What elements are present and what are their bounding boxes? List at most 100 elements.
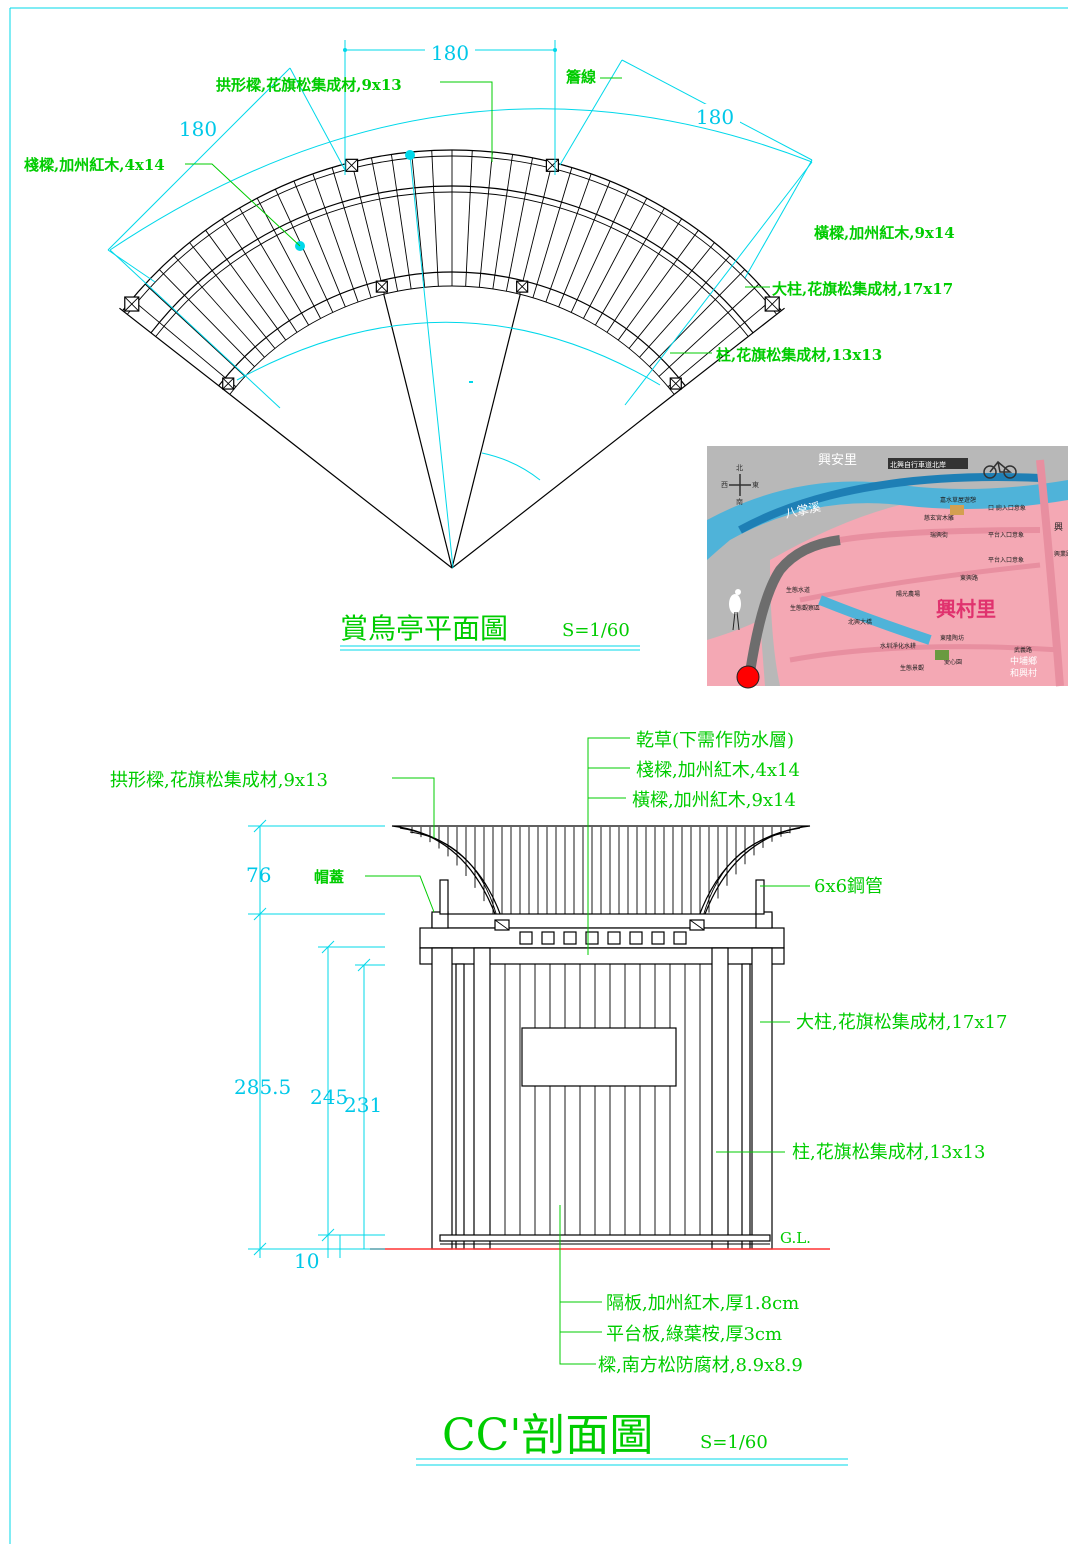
plan-rafter [532, 167, 573, 298]
plan-rafter [583, 197, 648, 319]
map-road-4 [1036, 459, 1064, 687]
map-village-south: 中埔鄉 [1010, 655, 1037, 667]
plan-column-x2 [222, 377, 235, 390]
plan-radial-line [451, 393, 675, 569]
section-purlin-block [585, 931, 599, 945]
section-partition-label: 隔板,加州紅木,厚1.8cm [606, 1293, 799, 1314]
map-poi-11: 生態觀察區 [790, 604, 820, 612]
map-eco-channel [818, 595, 932, 645]
map-poi-8: 愛心園 [944, 658, 962, 666]
section-dim-231: 231 [344, 1093, 382, 1117]
map-village-south2: 和興村 [1010, 667, 1037, 679]
location-map: 興安里 八掌溪 興村里 中埔鄉 和興村 北 東 西 南 北興自行車道北岸 嘉水草… [707, 446, 1068, 689]
section-main-column [431, 947, 453, 1250]
plan-dimension-left: 180 [107, 67, 346, 283]
plan-purlin-label: 棧樑,加州紅木,4x14 [24, 156, 165, 174]
map-road-3 [789, 644, 1061, 663]
section-purlin-block [563, 931, 577, 945]
plan-rafter [570, 188, 630, 313]
plan-arch-beam-label: 拱形樑,花旗松集成材,9x13 [216, 76, 402, 94]
svg-text:西: 西 [721, 481, 728, 489]
section-partition-leader [559, 1205, 602, 1303]
section-title: CC'剖面圖 [442, 1410, 653, 1461]
plan-column-x2 [669, 377, 682, 390]
map-poi-5: 陽光農場 [896, 590, 920, 598]
plan-rafter [205, 230, 287, 341]
section-thatch-label: 乾草(下需作防水層) [636, 730, 794, 751]
plan-rafter [519, 162, 553, 295]
plan-main-column-x2 [546, 159, 559, 172]
plan-arch-beam-leader [440, 81, 493, 162]
plan-rafter [331, 167, 372, 298]
section-deck-label: 平台板,綠葉桉,厚3cm [606, 1324, 782, 1345]
plan-rafter [256, 197, 321, 319]
plan-rafter [606, 218, 683, 333]
section-dim-10: 10 [294, 1249, 319, 1273]
svg-text:南: 南 [736, 497, 743, 506]
plan-main-column-x2 [124, 296, 140, 312]
section-view: G.L. 76 285.5 245 231 10 [110, 730, 1007, 1466]
plan-rafter [131, 298, 237, 388]
plan-rafter [478, 151, 493, 288]
map-poi-3: 瑞興街 [930, 531, 948, 539]
plan-rafter [371, 157, 399, 292]
section-beam-joint-x [494, 919, 510, 931]
section-purlin-block [673, 931, 687, 945]
map-legend-1: 口 廁入口意象 [988, 504, 1026, 512]
plan-rafter [239, 207, 310, 326]
plan-side-edge [673, 307, 785, 395]
section-purlin-block [519, 931, 533, 945]
plan-rafter [158, 269, 255, 367]
map-poi-6: 北興大橋 [848, 618, 872, 626]
section-top-rail [419, 947, 785, 965]
plan-rafter [411, 151, 426, 288]
plan-scale: S=1/60 [562, 620, 630, 641]
map-road-top-bar [888, 458, 968, 469]
plan-dimension-right: 180 [559, 59, 813, 279]
section-dim-285: 285.5 [234, 1075, 291, 1099]
section-purlin-block [651, 931, 665, 945]
plan-arc-inner [218, 271, 686, 387]
section-wall [419, 947, 785, 1250]
plan-rafter [558, 180, 611, 308]
section-side-post [455, 963, 465, 1250]
plan-rafter [649, 269, 746, 367]
plan-rafter [221, 218, 298, 333]
plan-main-column-x2 [345, 159, 358, 172]
section-purlin-block [607, 931, 621, 945]
plan-rafter [545, 173, 592, 303]
map-location-marker [736, 665, 760, 689]
plan-radial-line [383, 294, 453, 569]
plan-center-axis [409, 154, 454, 569]
map-path-2: 生態景觀 [900, 664, 924, 672]
section-cap-label: 帽蓋 [314, 868, 344, 886]
plan-rafter [465, 150, 473, 287]
map-poi-9: 武義路 [1014, 646, 1032, 654]
plan-rafter [617, 230, 699, 341]
plan-dim-left-text: 180 [179, 117, 217, 141]
section-scale: S=1/60 [700, 1432, 768, 1453]
map-compass: 北 東 西 南 [721, 464, 759, 506]
section-arch-beam-leader [392, 777, 435, 838]
section-cap-beam [419, 927, 785, 949]
map-river [707, 480, 1068, 560]
plan-rafter [658, 283, 760, 377]
section-thatch-leader [587, 737, 630, 955]
plan-rafter [274, 188, 334, 313]
section-column-label: 柱,花旗松集成材,13x13 [792, 1142, 985, 1163]
section-dimensions [248, 819, 385, 1258]
section-dim-245: 245 [310, 1085, 348, 1109]
plan-radial-line [451, 294, 521, 569]
plan-eave-left-edge [109, 249, 281, 409]
ground-line-label: G.L. [780, 1229, 811, 1247]
map-legend-3: 平台入口意象 [988, 556, 1024, 564]
plan-rafter [505, 157, 533, 292]
section-cap-leader [365, 875, 435, 913]
section-arch-beam-right-inner [699, 831, 791, 929]
plan-main-column-x2 [764, 296, 780, 312]
plan-rafter [390, 154, 412, 290]
section-column [473, 947, 491, 1250]
plan-dim-top-text: 180 [431, 41, 469, 65]
plan-rafter [173, 255, 265, 358]
